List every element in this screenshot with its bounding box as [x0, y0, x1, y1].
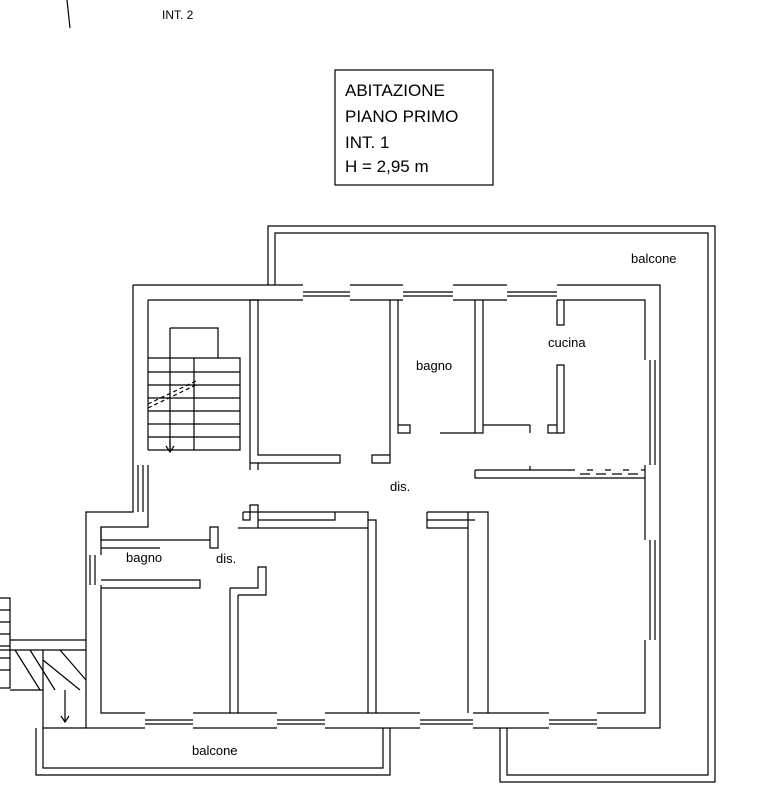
room-label-dis-lower: dis.: [216, 551, 236, 566]
room-label-balcone-top: balcone: [631, 251, 677, 266]
external-stair-left: [0, 597, 87, 729]
title-line-3: INT. 1: [345, 133, 389, 152]
title-line-2: PIANO PRIMO: [345, 107, 458, 126]
wall-lower-middle: [238, 504, 489, 713]
title-line-4: H = 2,95 m: [345, 157, 429, 176]
wall-bagno-upper: [371, 300, 531, 464]
outer-wall-outer: [85, 284, 661, 729]
outer-wall-inner: [100, 299, 646, 714]
stray-wall-line: [66, 0, 71, 29]
top-label-int2: INT. 2: [162, 8, 194, 22]
windows: [89, 291, 656, 725]
room-label-balcone-bottom: balcone: [192, 743, 238, 758]
title-box: [334, 69, 494, 186]
wall-cucina: [547, 300, 565, 434]
wall-corridor-right: [474, 466, 645, 479]
wall-lower-left: [100, 526, 267, 713]
staircase: [147, 327, 241, 454]
balcony-outline-inner: [274, 232, 709, 776]
room-bedroom-top-left: [249, 300, 341, 470]
room-label-bagno-lower: bagno: [126, 550, 162, 565]
balcony-outline-outer: [267, 225, 716, 783]
room-label-bagno-upper: bagno: [416, 358, 452, 373]
title-line-1: ABITAZIONE: [345, 81, 445, 100]
room-label-dis-main: dis.: [390, 479, 410, 494]
room-label-cucina: cucina: [548, 335, 586, 350]
balcony-bottom-outline: [35, 728, 391, 776]
